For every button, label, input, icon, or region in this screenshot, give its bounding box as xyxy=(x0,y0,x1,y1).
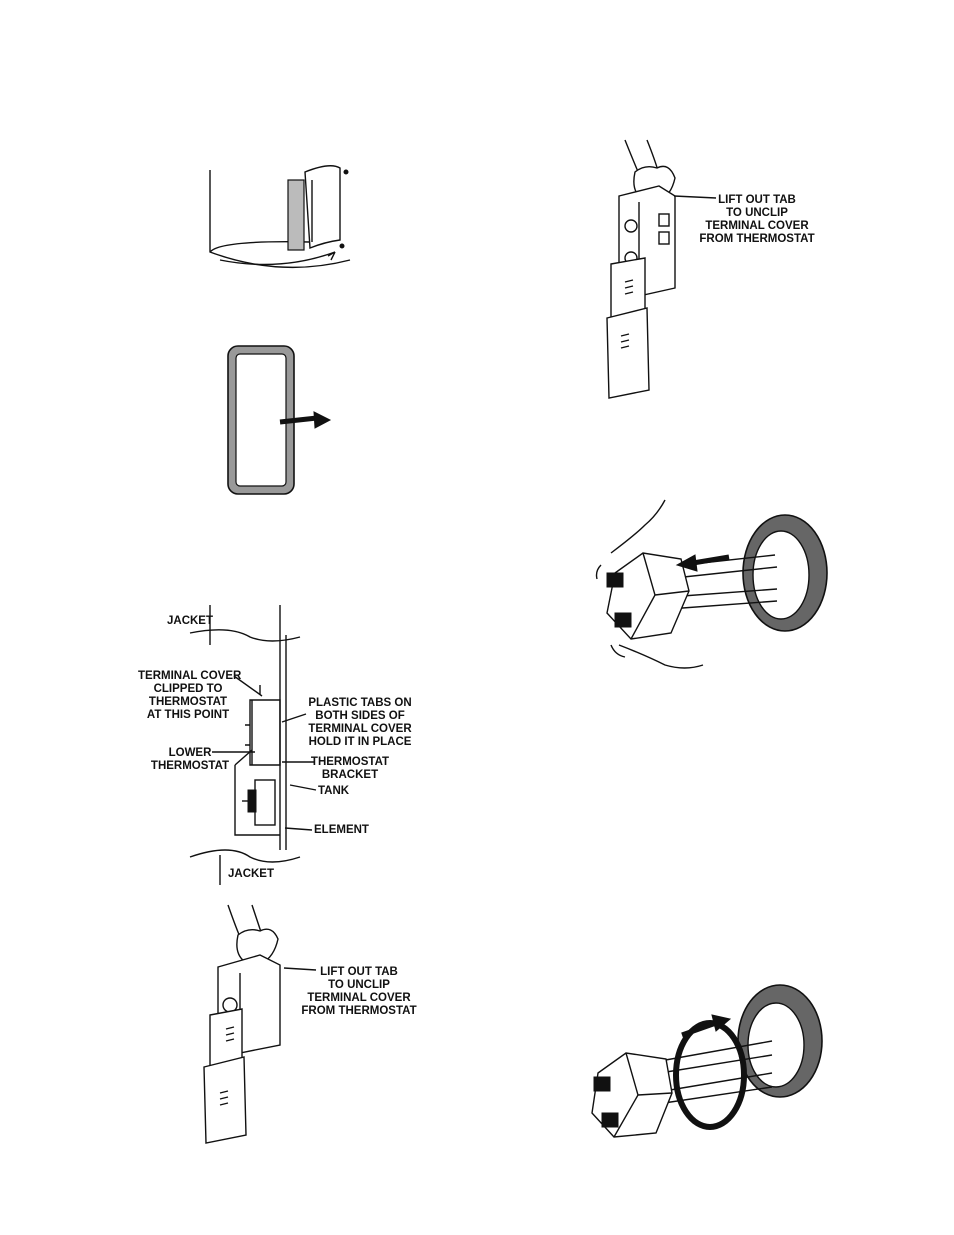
element-installation-illustration xyxy=(580,975,830,1145)
element-removal-illustration xyxy=(585,495,835,680)
